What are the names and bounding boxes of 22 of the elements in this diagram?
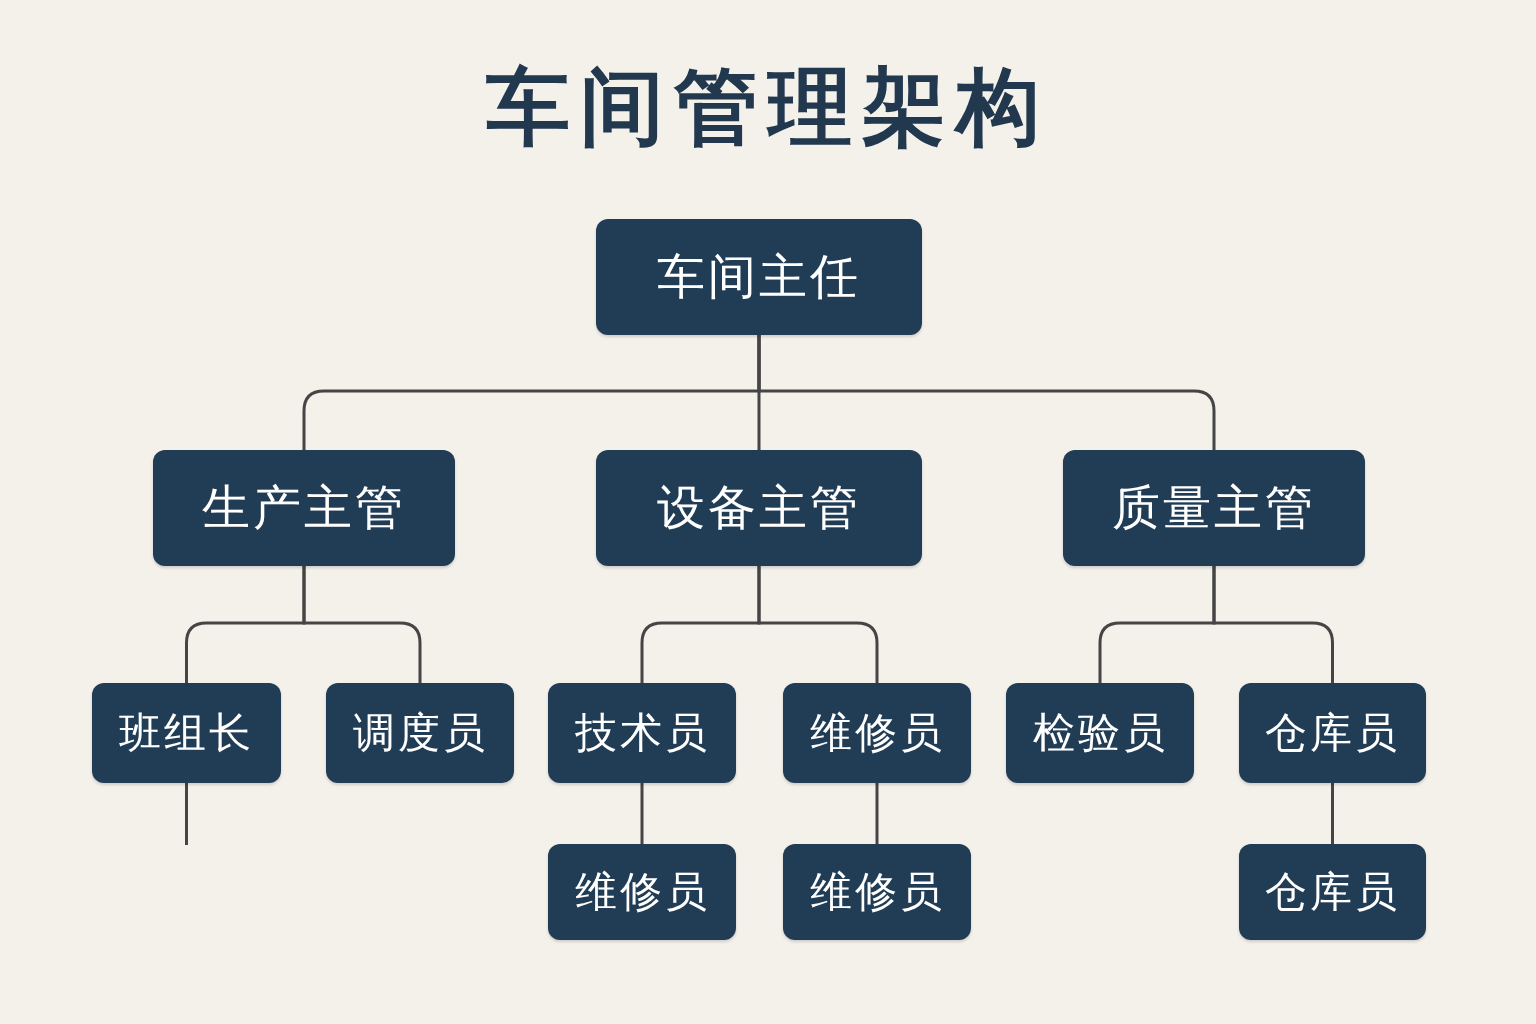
position-box: 仓库员: [1239, 683, 1426, 783]
connector-line: [757, 566, 879, 683]
position-box: 技术员: [548, 683, 736, 783]
position-box: 仓库员: [1239, 844, 1426, 940]
connector-line: [1212, 566, 1334, 683]
position-box: 维修员: [783, 844, 971, 940]
position-box: 调度员: [326, 683, 514, 783]
position-box: 班组长: [92, 683, 281, 783]
position-box: 检验员: [1006, 683, 1194, 783]
connector-line: [302, 566, 422, 683]
position-box: 质量主管: [1063, 450, 1365, 566]
connector-line: [757, 335, 1216, 450]
connector-line: [1331, 783, 1334, 844]
connector-line: [185, 783, 188, 845]
connector-line: [875, 783, 879, 844]
position-box: 设备主管: [596, 450, 922, 566]
connector-line: [640, 783, 644, 844]
position-box: 维修员: [783, 683, 971, 783]
position-box: 车间主任: [596, 219, 922, 335]
title: 车间管理架构: [485, 57, 1051, 158]
position-box: 生产主管: [153, 450, 455, 566]
position-box: 维修员: [548, 844, 736, 940]
